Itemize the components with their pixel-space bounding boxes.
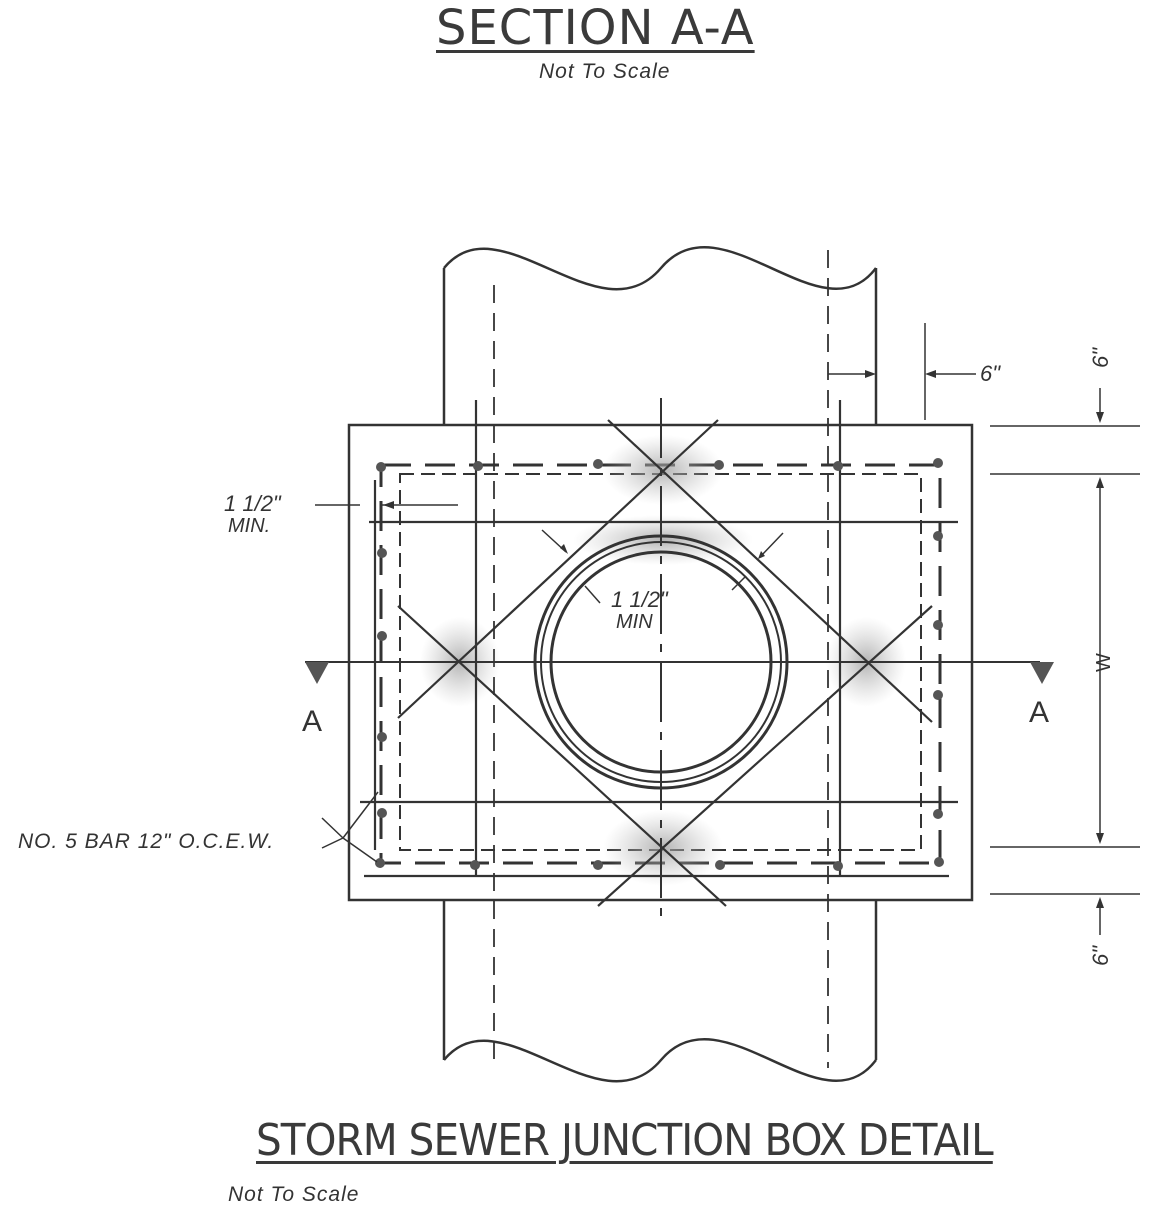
dimension-arrows — [383, 370, 1104, 908]
section-label-right: A — [1029, 696, 1049, 729]
dim-label-w: W — [1093, 653, 1115, 672]
drawing-scale-note: Not To Scale — [228, 1183, 360, 1206]
concrete-shading — [420, 435, 906, 886]
dim-label-right-6: 6" — [980, 361, 1001, 386]
drawing-title: STORM SEWER JUNCTION BOX DETAIL — [256, 1115, 994, 1166]
pipe-lower — [442, 900, 878, 1083]
pipe-inner-walls — [493, 250, 829, 1068]
section-title: SECTION A-A — [436, 0, 755, 56]
cover-label-center-top: 1 1/2" — [611, 587, 669, 612]
section-marker-left — [305, 662, 329, 684]
dim-label-bottom-6: 6" — [1088, 945, 1113, 966]
section-scale-note: Not To Scale — [539, 60, 671, 83]
cover-label-center-bottom: MIN — [616, 611, 653, 633]
dim-label-top-6: 6" — [1088, 347, 1113, 368]
cover-label-left-bottom: MIN. — [228, 515, 270, 537]
section-label-left: A — [302, 705, 322, 738]
section-marker-right — [1030, 662, 1054, 684]
rebar-callout: NO. 5 BAR 12" O.C.E.W. — [18, 830, 274, 853]
rebar-dots — [375, 458, 944, 871]
dimension-lines — [315, 323, 1140, 935]
cover-label-left-top: 1 1/2" — [224, 491, 282, 516]
center-lines — [305, 398, 1040, 920]
pipe-upper — [442, 245, 878, 425]
